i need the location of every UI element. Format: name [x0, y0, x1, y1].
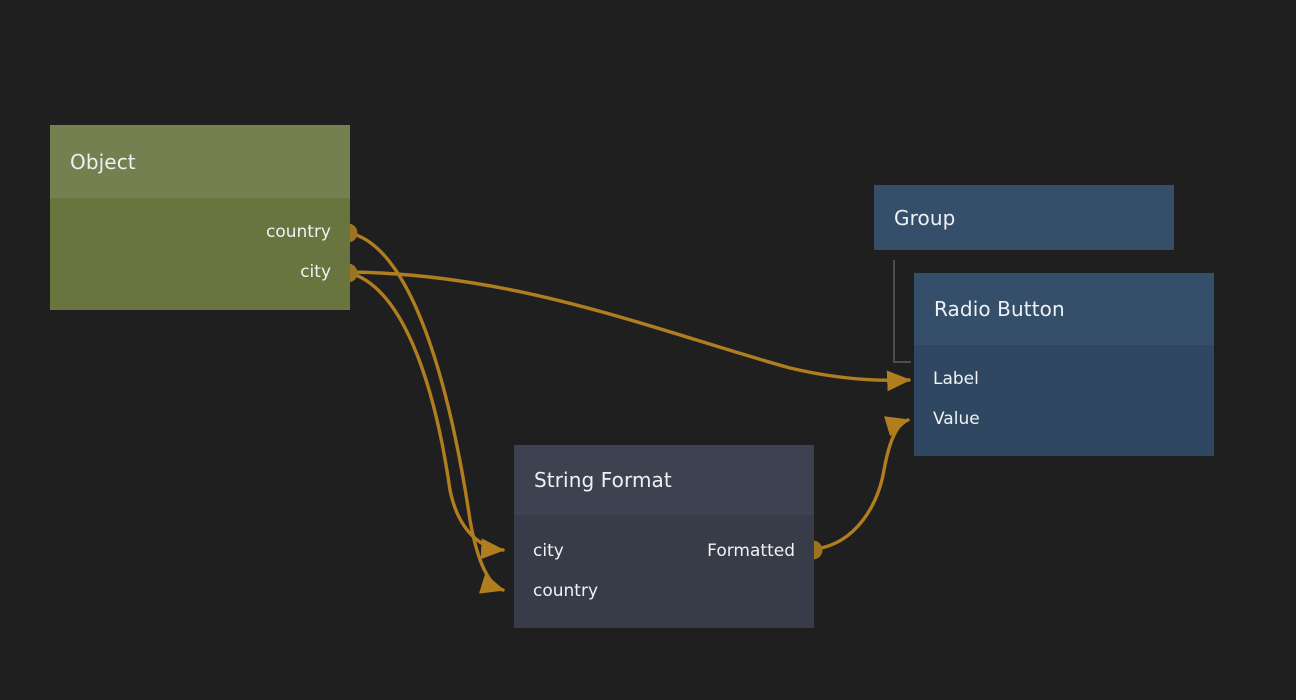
node-group-header[interactable]: Group — [874, 185, 1174, 250]
node-string-format[interactable]: String Format city country Formatted — [514, 445, 814, 628]
node-object-body: country city — [50, 198, 350, 310]
edge-object-city-to-stringformat-city — [348, 271, 505, 560]
node-group[interactable]: Group — [874, 185, 1174, 250]
port-radio-button-input-label[interactable]: Label — [933, 366, 979, 392]
port-label-label: Label — [933, 369, 979, 389]
node-object[interactable]: Object country city — [50, 125, 350, 310]
port-label-value: Value — [933, 409, 980, 429]
node-string-format-header[interactable]: String Format — [514, 445, 814, 515]
node-radio-button[interactable]: Radio Button Label Value — [914, 273, 1214, 456]
port-string-format-input-country[interactable]: country — [533, 578, 598, 604]
node-object-title: Object — [70, 149, 136, 174]
port-label-country: country — [265, 222, 331, 242]
edge-object-country-to-stringformat-country — [348, 231, 505, 594]
port-radio-button-input-value[interactable]: Value — [933, 406, 980, 432]
port-object-output-country[interactable]: country — [266, 219, 331, 245]
node-radio-button-body: Label Value — [914, 345, 1214, 456]
port-string-format-input-city[interactable]: city — [533, 538, 564, 564]
node-radio-button-title: Radio Button — [934, 297, 1065, 321]
port-label-city: city — [533, 541, 564, 561]
group-child-connector — [893, 260, 911, 363]
node-radio-button-header[interactable]: Radio Button — [914, 273, 1214, 345]
node-object-header[interactable]: Object — [50, 125, 350, 198]
edge-stringformat-formatted-to-radiobutton-value — [814, 416, 910, 551]
node-group-title: Group — [894, 205, 956, 230]
port-label-formatted: Formatted — [707, 541, 795, 561]
port-label-country: country — [533, 581, 599, 601]
edge-object-city-to-radiobutton-label — [348, 270, 911, 392]
port-label-city: city — [300, 262, 331, 282]
port-object-output-city[interactable]: city — [300, 259, 331, 285]
port-string-format-output-formatted[interactable]: Formatted — [707, 538, 795, 564]
node-string-format-body: city country Formatted — [514, 515, 814, 628]
node-string-format-title: String Format — [534, 468, 672, 492]
